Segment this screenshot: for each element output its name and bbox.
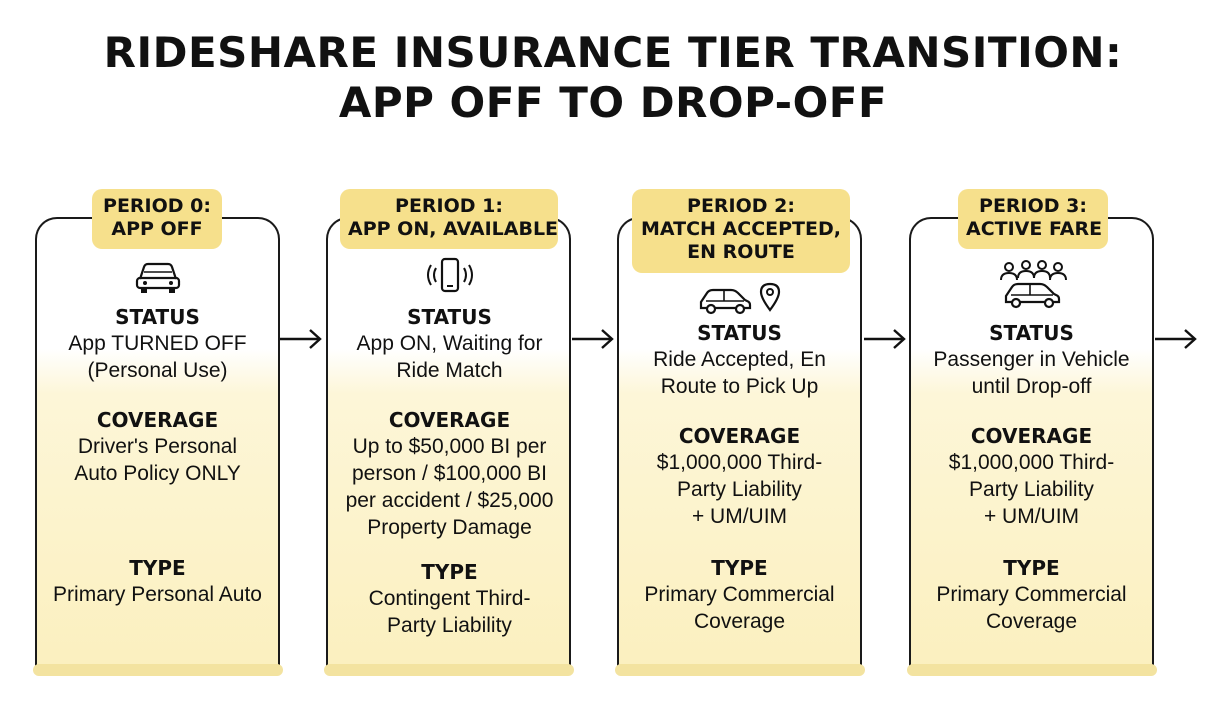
period-2-card xyxy=(617,217,862,667)
arrow-right-icon xyxy=(572,329,614,349)
page-title: RIDESHARE INSURANCE TIER TRANSITION: APP… xyxy=(0,28,1226,128)
arrow-right-icon xyxy=(280,329,322,349)
period-0-type: TYPE Primary Personal Auto xyxy=(53,556,262,606)
period-3-badge: PERIOD 3: ACTIVE FARE xyxy=(958,189,1108,249)
car-passengers-icon xyxy=(1000,260,1067,309)
period-2-status: STATUS Ride Accepted, En Route to Pick U… xyxy=(653,321,826,398)
period-0-badge: PERIOD 0: APP OFF xyxy=(92,189,222,249)
car-location-pin-icon xyxy=(699,282,781,315)
period-0-card xyxy=(35,217,280,667)
period-3-type: TYPE Primary Commercial Coverage xyxy=(936,556,1127,633)
period-2-type: TYPE Primary Commercial Coverage xyxy=(644,556,835,633)
period-1-badge: PERIOD 1: APP ON, AVAILABLE xyxy=(340,189,558,249)
period-1-coverage: COVERAGE Up to $50,000 BI per person / $… xyxy=(345,408,554,539)
period-3-coverage: COVERAGE $1,000,000 Third- Party Liabili… xyxy=(948,424,1115,528)
period-2-badge: PERIOD 2: MATCH ACCEPTED, EN ROUTE xyxy=(632,189,850,273)
period-2-coverage: COVERAGE $1,000,000 Third- Party Liabili… xyxy=(656,424,823,528)
period-1-status: STATUS App ON, Waiting for Ride Match xyxy=(356,305,543,382)
period-0-card-base xyxy=(33,664,283,676)
period-2-card-base xyxy=(615,664,865,676)
phone-ringing-icon xyxy=(427,257,473,293)
arrow-right-icon xyxy=(1155,329,1197,349)
title-line-2: APP OFF TO DROP-OFF xyxy=(338,78,888,127)
period-0-coverage: COVERAGE Driver's Personal Auto Policy O… xyxy=(74,408,241,485)
period-1-type: TYPE Contingent Third- Party Liability xyxy=(368,560,531,637)
period-1-card-base xyxy=(324,664,574,676)
arrow-right-icon xyxy=(864,329,906,349)
period-3-card-base xyxy=(907,664,1157,676)
title-line-1: RIDESHARE INSURANCE TIER TRANSITION: xyxy=(103,28,1123,77)
period-3-status: STATUS Passenger in Vehicle until Drop-o… xyxy=(933,321,1130,398)
car-icon xyxy=(135,262,181,293)
period-0-status: STATUS App TURNED OFF (Personal Use) xyxy=(68,305,247,382)
